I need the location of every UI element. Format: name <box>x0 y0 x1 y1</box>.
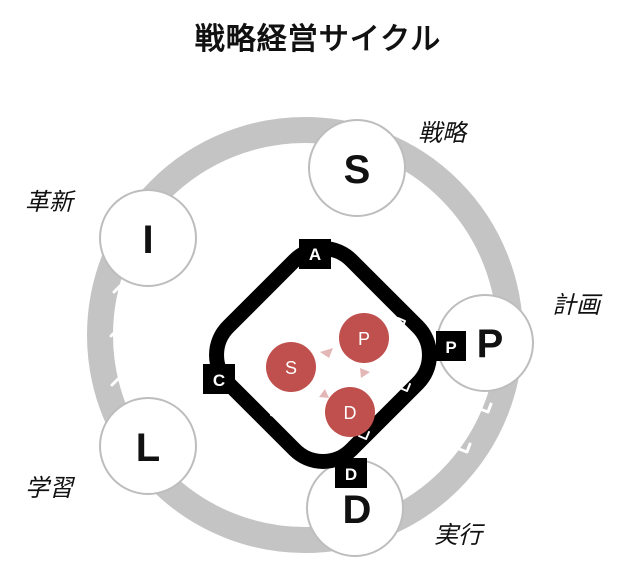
tag-p: P <box>436 331 466 361</box>
label-strategy: 戦略 <box>418 119 469 147</box>
inner-circle-d-letter: D <box>344 403 357 423</box>
node-d-letter: D <box>343 488 372 532</box>
inner-circle-s-letter: S <box>285 358 297 378</box>
inner-circle-s: S <box>266 342 316 392</box>
inner-circle-d: D <box>325 387 375 437</box>
node-l-letter: L <box>136 426 160 470</box>
node-p-letter: P <box>477 322 504 366</box>
tag-p-letter: P <box>445 338 456 357</box>
node-s-letter: S <box>344 148 371 192</box>
inner-circle-arrows <box>319 348 370 398</box>
node-s: S <box>308 119 406 217</box>
inner-circle-p: P <box>339 313 389 363</box>
inner-frame <box>209 241 437 469</box>
tag-a-letter: A <box>309 245 321 264</box>
label-learn: 学習 <box>25 474 76 502</box>
node-i-letter: I <box>142 218 153 262</box>
label-execute: 実行 <box>434 521 485 549</box>
diagram-title: 戦略経営サイクル <box>194 22 442 57</box>
label-plan: 計画 <box>552 291 603 319</box>
label-innovate: 革新 <box>25 188 76 216</box>
node-l: L <box>99 397 197 495</box>
tag-c-letter: C <box>213 371 225 390</box>
inner-circle-p-letter: P <box>358 329 370 349</box>
node-i: I <box>99 189 197 287</box>
inner-frame-arrows <box>244 275 411 440</box>
tag-c: C <box>203 364 235 394</box>
tag-d-letter: D <box>345 465 357 484</box>
tag-d: D <box>335 458 367 488</box>
tag-a: A <box>299 239 331 269</box>
outer-ring-arrows <box>109 154 493 523</box>
